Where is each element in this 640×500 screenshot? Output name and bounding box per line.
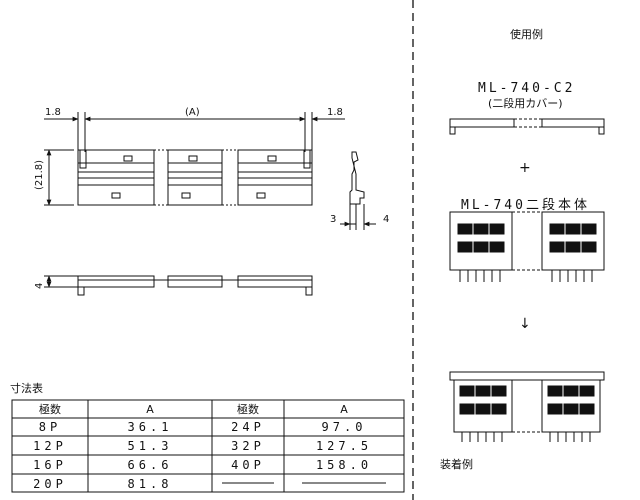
table-cell: 8P — [39, 420, 61, 434]
table-cell: 20P — [33, 477, 67, 491]
table-cell: 158.0 — [316, 458, 372, 472]
cover-name: (二段用カバー) — [488, 96, 563, 110]
table-cell: 16P — [33, 458, 67, 472]
table-cell: 81.8 — [128, 477, 173, 491]
body-model: ML-740二段本体 — [461, 198, 590, 213]
cover-part — [449, 118, 605, 135]
bottom-view — [44, 275, 313, 296]
dim-right-margin: 1.8 — [327, 107, 343, 118]
table-cell: 127.5 — [316, 439, 372, 453]
table-header: 極数 — [39, 402, 61, 416]
plus-sign: + — [519, 160, 531, 176]
table-cell: 12P — [33, 439, 67, 453]
assembled-part — [449, 371, 605, 442]
front-view — [44, 112, 345, 206]
body-part — [449, 211, 605, 282]
dim-bottom-height: 4 — [34, 283, 45, 289]
dim-span-a: (A) — [185, 107, 200, 118]
dim-left-margin: 1.8 — [45, 107, 61, 118]
cover-model: ML-740-C2 — [478, 81, 575, 96]
dim-side-width-right: 4 — [383, 214, 389, 225]
assembled-label: 装着例 — [440, 457, 473, 471]
table-cell: 40P — [231, 458, 265, 472]
usage-title: 使用例 — [510, 27, 543, 41]
side-view — [340, 151, 376, 230]
dimension-table — [11, 399, 405, 493]
table-cell: 51.3 — [128, 439, 173, 453]
table-cell: 97.0 — [322, 420, 367, 434]
table-title: 寸法表 — [10, 381, 43, 395]
table-header: A — [146, 403, 154, 416]
dim-height: (21.8) — [34, 160, 45, 190]
table-header: 極数 — [237, 402, 259, 416]
table-cell: 66.6 — [128, 458, 173, 472]
table-cells: 極数 A 極数 A 8P 36.1 24P 97.0 12P 51.3 32P 127.5 16P 66.… — [33, 402, 372, 491]
table-cell: 32P — [231, 439, 265, 453]
arrow-down-icon: ↓ — [519, 316, 531, 332]
table-cell: 24P — [231, 420, 265, 434]
table-cell: 36.1 — [128, 420, 173, 434]
dim-side-width-left: 3 — [330, 214, 336, 225]
table-header: A — [340, 403, 348, 416]
